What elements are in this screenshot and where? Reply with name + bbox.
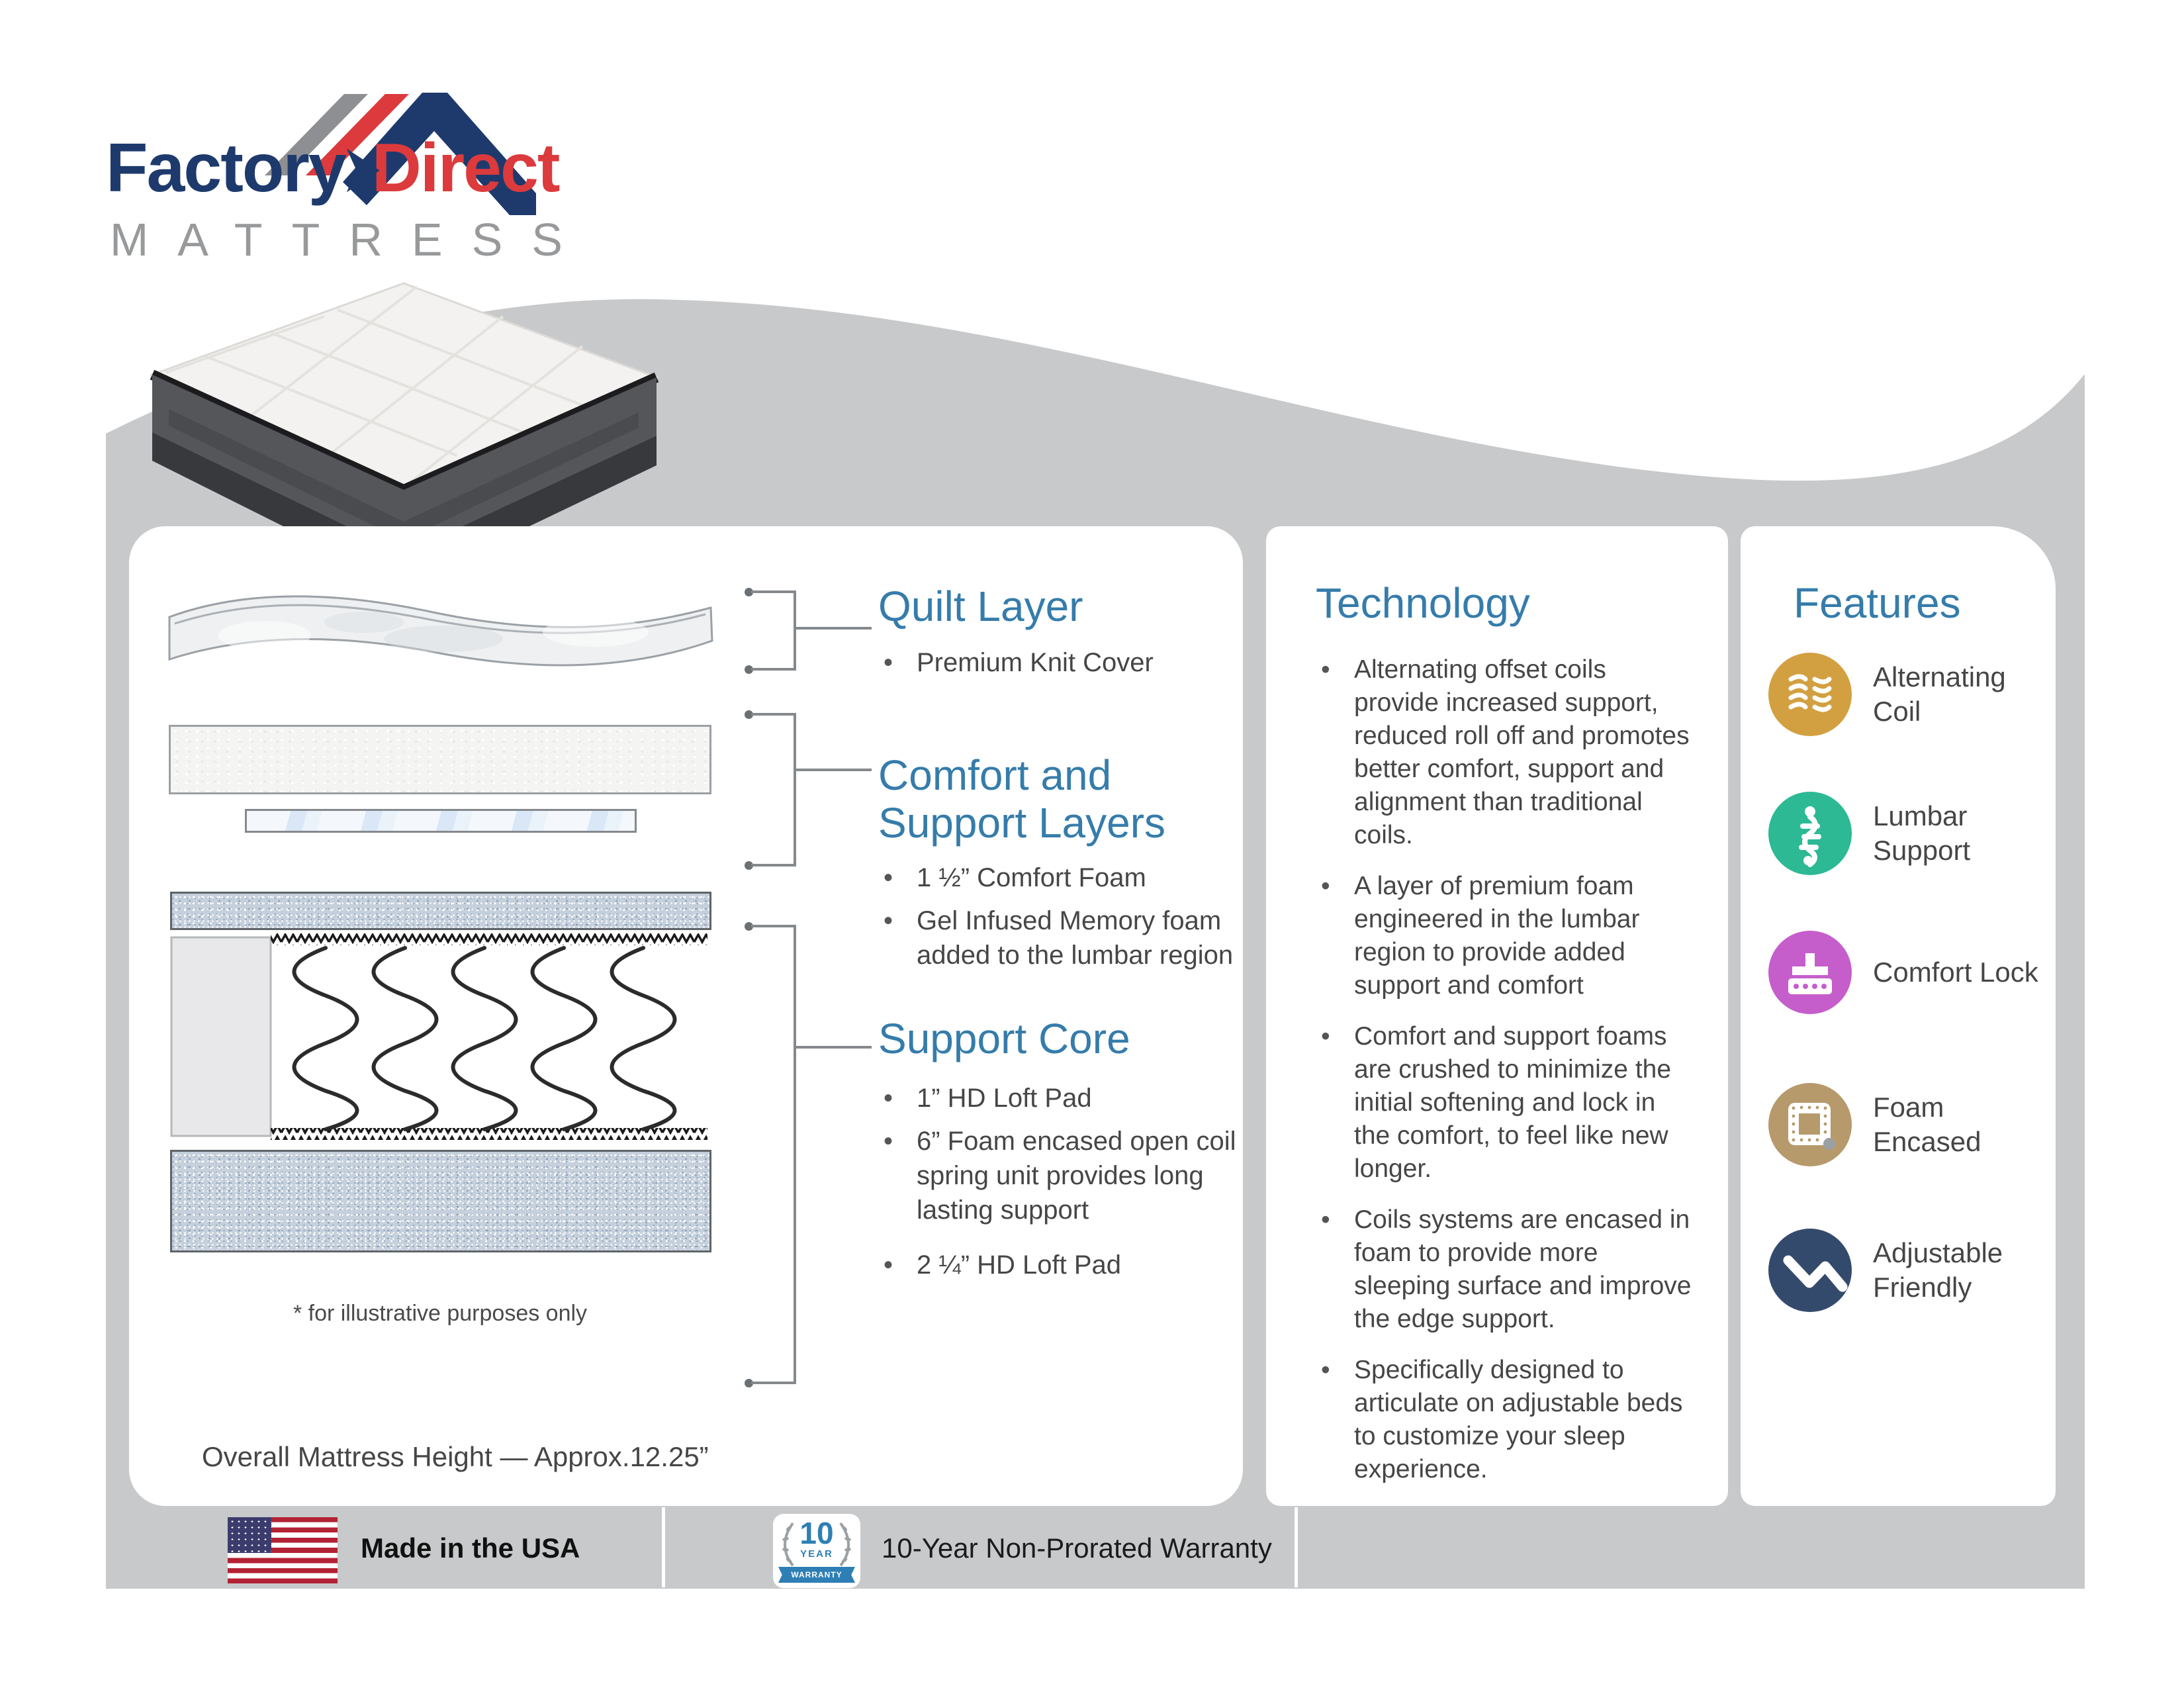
feature-row: Comfort Lock [1768, 930, 2040, 1015]
feature-row: Foam Encased [1768, 1082, 2040, 1167]
feature-label: Adjustable Friendly [1873, 1237, 2003, 1303]
layer-bottom-pad-graphic [170, 1150, 711, 1252]
support-bullet-2: 6” Foam encased open coil spring unit pr… [878, 1124, 1248, 1227]
feature-row: Adjustable Friendly [1768, 1228, 2040, 1313]
panel-technology: Technology Alternating offset coils prov… [1266, 526, 1728, 1506]
layer-gel-graphic [245, 809, 637, 833]
technology-bullet: A layer of premium foam engineered in th… [1316, 870, 1696, 1002]
footer-divider [1295, 1507, 1298, 1587]
brand-mattress: MATTRESS [110, 214, 592, 265]
alternating-coil-icon [1768, 653, 1852, 736]
overall-height-text: Overall Mattress Height — Approx.12.25” [202, 1441, 709, 1472]
feature-label: Comfort Lock [1873, 957, 2038, 988]
technology-bullet: Comfort and support foams are crushed to… [1316, 1020, 1696, 1186]
comfort-lock-icon [1768, 931, 1852, 1014]
roof-icon [265, 93, 536, 215]
features-title: Features [1794, 579, 1961, 627]
badge-number: 10 [799, 1516, 834, 1550]
comfort-bullet-1: 1 ½” Comfort Foam [878, 861, 1248, 895]
technology-bullet: Alternating offset coils provide increas… [1316, 653, 1696, 852]
badge-ribbon: WARRANTY [778, 1567, 855, 1583]
us-flag [228, 1517, 338, 1583]
layer-coil-graphic [170, 933, 707, 1140]
made-in-usa-text: Made in the USA [361, 1532, 580, 1564]
panel-features: Features Alternating Coil Lumbar Support [1741, 526, 2056, 1506]
panel-layer-diagram: * for illustrative purposes only Overall… [129, 526, 1243, 1506]
footnote: * for illustrative purposes only [293, 1301, 588, 1326]
support-core-title: Support Core [878, 1015, 1130, 1062]
badge-year-label: YEAR [800, 1548, 833, 1560]
technology-bullet: Coils systems are encased in foam to pro… [1316, 1203, 1696, 1336]
brand-factory: Factory [106, 130, 347, 207]
warranty-badge: 10 YEAR WARRANTY [773, 1514, 860, 1588]
logo: Factory Direct MATTRESS [106, 46, 702, 278]
feature-label: Foam Encased [1873, 1092, 1981, 1157]
coil-foam-encasement [170, 936, 272, 1137]
brand-direct: Direct [371, 130, 561, 207]
technology-bullet: Specifically designed to articulate on a… [1316, 1354, 1696, 1486]
technology-title: Technology [1316, 579, 1530, 627]
footer-divider [662, 1507, 665, 1587]
comfort-layers-title: Comfort and Support Layers [878, 751, 1166, 847]
feature-label: Lumbar Support [1873, 800, 1971, 866]
feature-row: Lumbar Support [1768, 791, 2040, 876]
quilt-layer-bullet: Premium Knit Cover [878, 645, 1261, 680]
warranty-text: 10-Year Non-Prorated Warranty [882, 1532, 1272, 1564]
adjustable-friendly-icon [1768, 1229, 1852, 1312]
layer-quilt-graphic [168, 595, 713, 667]
flag-canton [228, 1517, 271, 1553]
lumbar-support-icon [1768, 792, 1852, 875]
foam-encased-icon [1768, 1083, 1852, 1166]
support-bullet-3: 2 ¼” HD Loft Pad [878, 1248, 1248, 1282]
layer-comfort-foam-graphic [169, 725, 711, 794]
feature-label: Alternating Coil [1873, 661, 2006, 727]
comfort-bullet-2: Gel Infused Memory foam added to the lum… [878, 904, 1248, 972]
quilt-layer-title: Quilt Layer [878, 583, 1083, 630]
layer-top-pad-graphic [170, 892, 711, 930]
feature-row: Alternating Coil [1768, 652, 2040, 737]
support-bullet-1: 1” HD Loft Pad [878, 1081, 1248, 1115]
